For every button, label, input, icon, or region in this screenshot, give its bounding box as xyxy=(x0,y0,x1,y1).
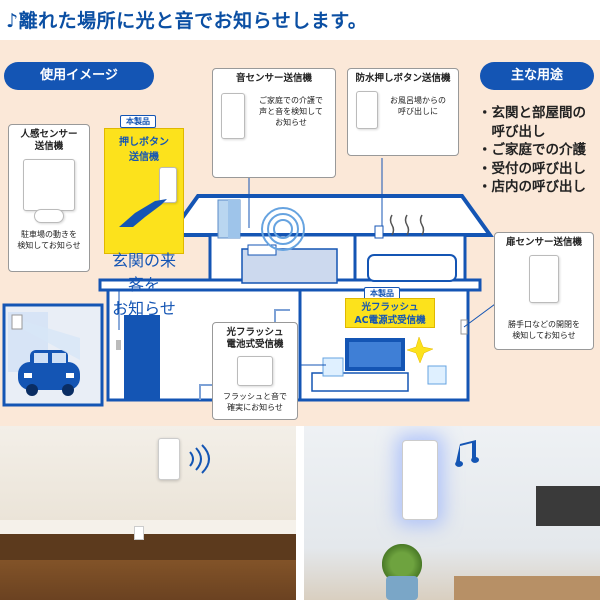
uses-item: 呼び出し xyxy=(478,123,546,140)
page-title: ♪離れた場所に光と音でお知らせします。 xyxy=(6,10,368,32)
card-title: AC電源式受信機 xyxy=(354,315,426,326)
waterproof-button-device xyxy=(356,91,378,129)
usage-image-pill: 使用イメージ xyxy=(4,62,154,90)
card-title: 光フラッシュ xyxy=(361,302,419,313)
motion-sensor-card: 人感センサー 送信機 駐車場の動きを 検知してお知らせ xyxy=(8,124,90,272)
card-desc: お風呂場からの xyxy=(390,96,446,105)
card-desc: 検知してお知らせ xyxy=(17,241,81,250)
door-sensor-card: 扉センサー送信機 勝手口などの開閉を 検知してお知らせ xyxy=(494,232,594,350)
wall-device xyxy=(158,438,180,480)
card-title: 人感センサー xyxy=(20,129,78,140)
waterproof-button-card: 防水押しボタン送信機 お風呂場からの 呼び出しに xyxy=(347,68,459,156)
pot xyxy=(386,576,418,600)
card-desc: フラッシュと音で xyxy=(223,392,287,401)
outlet xyxy=(134,526,144,540)
music-note-icon xyxy=(455,440,480,467)
uses-item: ・受付の呼び出し xyxy=(478,160,586,177)
card-desc: 声と音を検知して xyxy=(259,107,323,116)
battery-receiver-card: 光フラッシュ 電池式受信機 フラッシュと音で 確実にお知らせ xyxy=(212,322,298,420)
bed-mattress xyxy=(0,520,296,534)
card-desc: 勝手口などの開閉を xyxy=(508,320,580,329)
push-button-device xyxy=(159,167,177,203)
card-desc: 駐車場の動きを xyxy=(21,230,77,239)
door-sensor-device xyxy=(529,255,559,303)
tv xyxy=(536,486,600,526)
card-title: 防水押しボタン送信機 xyxy=(355,73,451,84)
push-button-card: 押しボタン 送信機 玄関の来客を お知らせ xyxy=(104,128,184,318)
header: ♪離れた場所に光と音でお知らせします。 xyxy=(0,0,600,40)
card-title: 送信機 xyxy=(129,152,159,163)
usage-scene: 使用イメージ 主な用途 ・玄関と部屋間の 呼び出し ・ご家庭での介護 ・受付の呼… xyxy=(0,40,600,426)
bed-frame xyxy=(0,530,296,560)
card-title: 音センサー送信機 xyxy=(235,73,312,84)
uses-item: ・玄関と部屋間の xyxy=(478,105,586,121)
card-desc: お知らせ xyxy=(112,299,176,318)
uses-list: ・玄関と部屋間の 呼び出し ・ご家庭での介護 ・受付の呼び出し ・店内の呼び出し xyxy=(478,104,586,197)
card-desc: 呼び出しに xyxy=(398,107,438,116)
main-uses-pill: 主な用途 xyxy=(480,62,594,90)
card-desc: 確実にお知らせ xyxy=(227,403,283,412)
card-desc: お知らせ xyxy=(275,118,307,127)
card-desc: 検知してお知らせ xyxy=(512,331,576,340)
photo-living-room xyxy=(304,426,600,600)
outlet-receiver-device xyxy=(402,440,438,520)
tv-stand xyxy=(454,576,600,600)
motion-sensor-lens xyxy=(34,209,64,223)
card-desc: 玄関の来客を xyxy=(111,251,176,294)
card-title: 光フラッシュ xyxy=(226,327,284,338)
ac-receiver-card: 光フラッシュ AC電源式受信機 xyxy=(345,298,435,328)
sound-sensor-device xyxy=(221,93,245,139)
motion-sensor-device xyxy=(23,159,75,211)
card-desc: ご家庭での介護で xyxy=(259,96,323,105)
sound-wave-icon xyxy=(189,444,210,474)
sound-sensor-card: 音センサー送信機 ご家庭での介護で 声と音を検知して お知らせ xyxy=(212,68,336,178)
card-title: 扉センサー送信機 xyxy=(505,237,582,248)
photo-bedroom xyxy=(0,426,296,600)
card-title: 押しボタン xyxy=(119,137,169,148)
uses-item: ・ご家庭での介護 xyxy=(478,142,586,158)
pointing-hand-icon xyxy=(119,199,167,227)
card-title: 電池式受信機 xyxy=(226,339,284,350)
battery-receiver-device xyxy=(237,356,273,386)
uses-item: ・店内の呼び出し xyxy=(478,179,586,195)
card-title: 送信機 xyxy=(34,141,64,152)
product-badge: 本製品 xyxy=(120,115,156,128)
